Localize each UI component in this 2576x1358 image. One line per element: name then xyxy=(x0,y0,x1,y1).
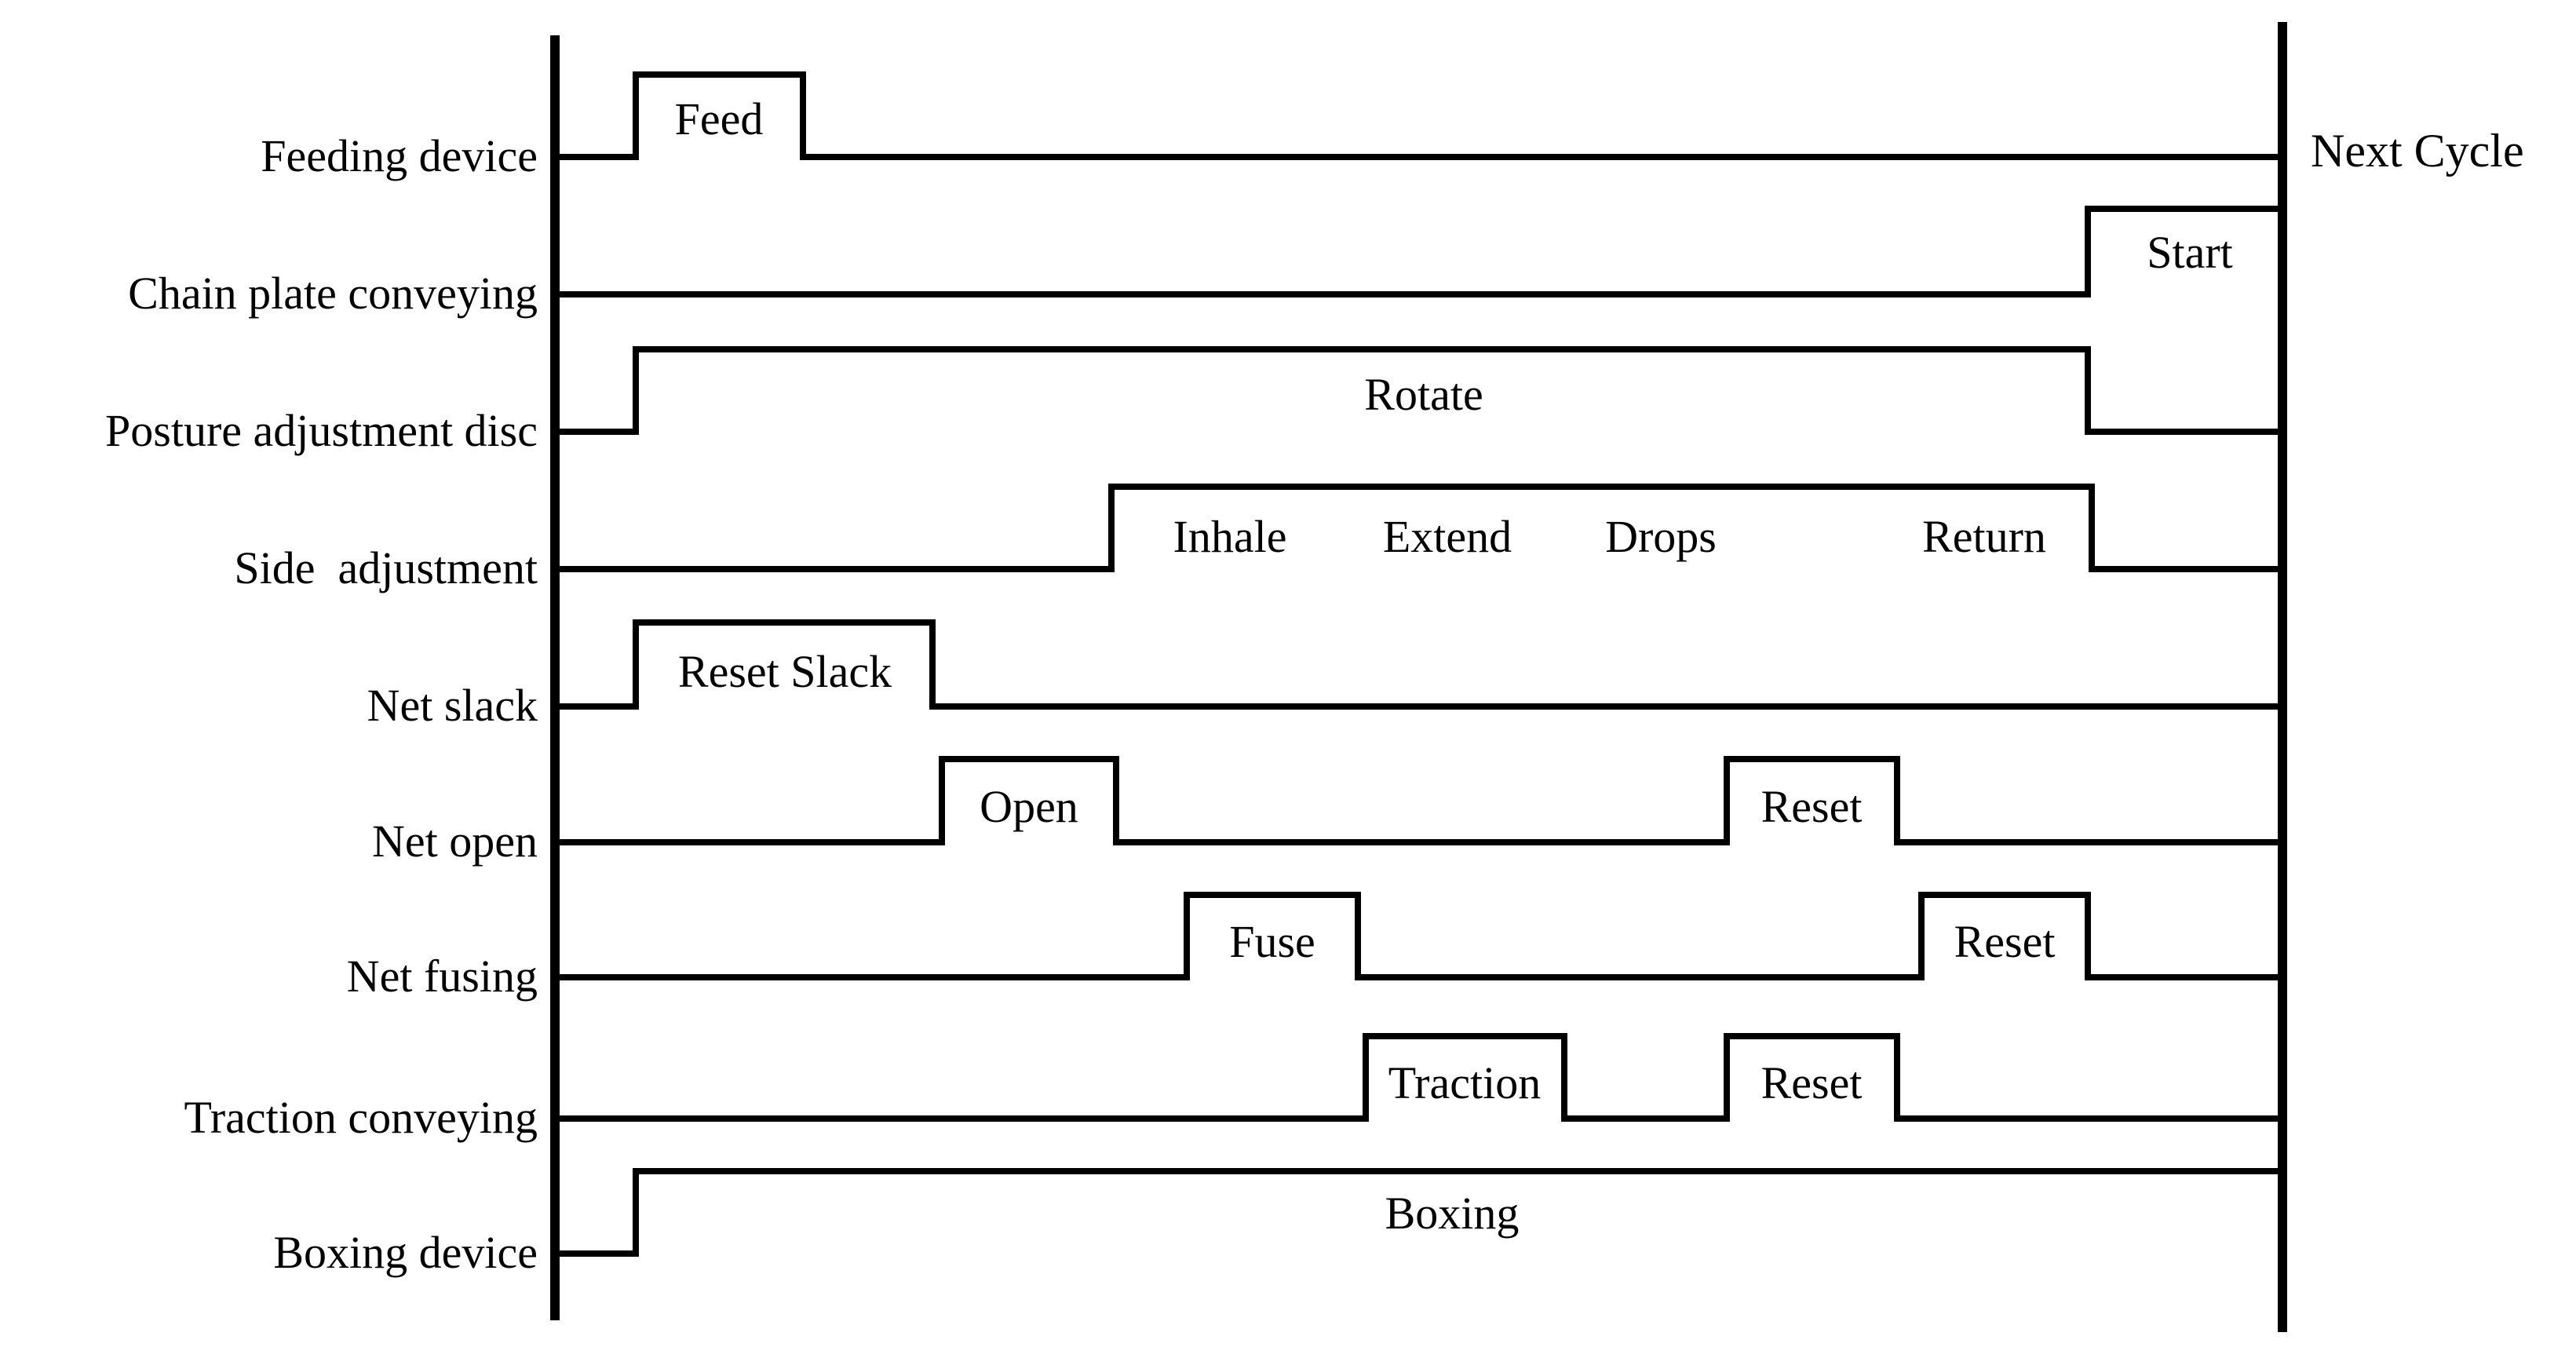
waveform-net-slack xyxy=(555,619,2282,710)
waveform-boxing-device xyxy=(555,1168,2282,1257)
pulse-label-inhale: Inhale xyxy=(1173,511,1287,562)
waveform-net-fusing xyxy=(555,892,2282,980)
pulse-label-reset: Reset xyxy=(1761,781,1863,832)
pulse-label-open: Open xyxy=(980,781,1078,832)
pulse-label-boxing: Boxing xyxy=(1385,1188,1520,1239)
row-label-feeding-device: Feeding device xyxy=(261,130,538,181)
pulse-label-drops: Drops xyxy=(1605,511,1717,562)
waveform-chain-plate-conveying xyxy=(555,206,2282,298)
pulse-label-return: Return xyxy=(1922,511,2046,562)
row-label-traction-conveying: Traction conveying xyxy=(184,1091,538,1143)
pulse-label-reset: Reset xyxy=(1761,1057,1863,1108)
waveform-side-adjustment xyxy=(555,484,2282,572)
pulse-label-feed: Feed xyxy=(674,93,764,144)
waveform-posture-adjustment-disc xyxy=(555,346,2282,435)
pulse-label-extend: Extend xyxy=(1382,511,1512,562)
waveform-feeding-device xyxy=(555,71,2282,160)
pulse-label-start: Start xyxy=(2147,227,2233,278)
pulse-label-rotate: Rotate xyxy=(1364,369,1483,420)
next-cycle-label: Next Cycle xyxy=(2311,125,2524,177)
row-label-boxing-device: Boxing device xyxy=(273,1226,538,1278)
row-label-posture-adjustment-disc: Posture adjustment disc xyxy=(105,404,538,456)
pulse-label-reset-slack: Reset Slack xyxy=(677,646,892,697)
pulse-label-fuse: Fuse xyxy=(1229,916,1315,967)
row-label-side-adjustment: Side adjustment xyxy=(234,542,538,593)
waveform-net-open xyxy=(555,756,2282,845)
waveform-traction-conveying xyxy=(555,1033,2282,1122)
pulse-label-traction: Traction xyxy=(1388,1057,1542,1108)
pulse-label-reset: Reset xyxy=(1954,916,2056,967)
row-label-net-slack: Net slack xyxy=(367,679,538,731)
row-label-net-fusing: Net fusing xyxy=(346,950,538,1002)
row-label-chain-plate-conveying: Chain plate conveying xyxy=(128,267,538,319)
row-label-net-open: Net open xyxy=(372,815,538,867)
